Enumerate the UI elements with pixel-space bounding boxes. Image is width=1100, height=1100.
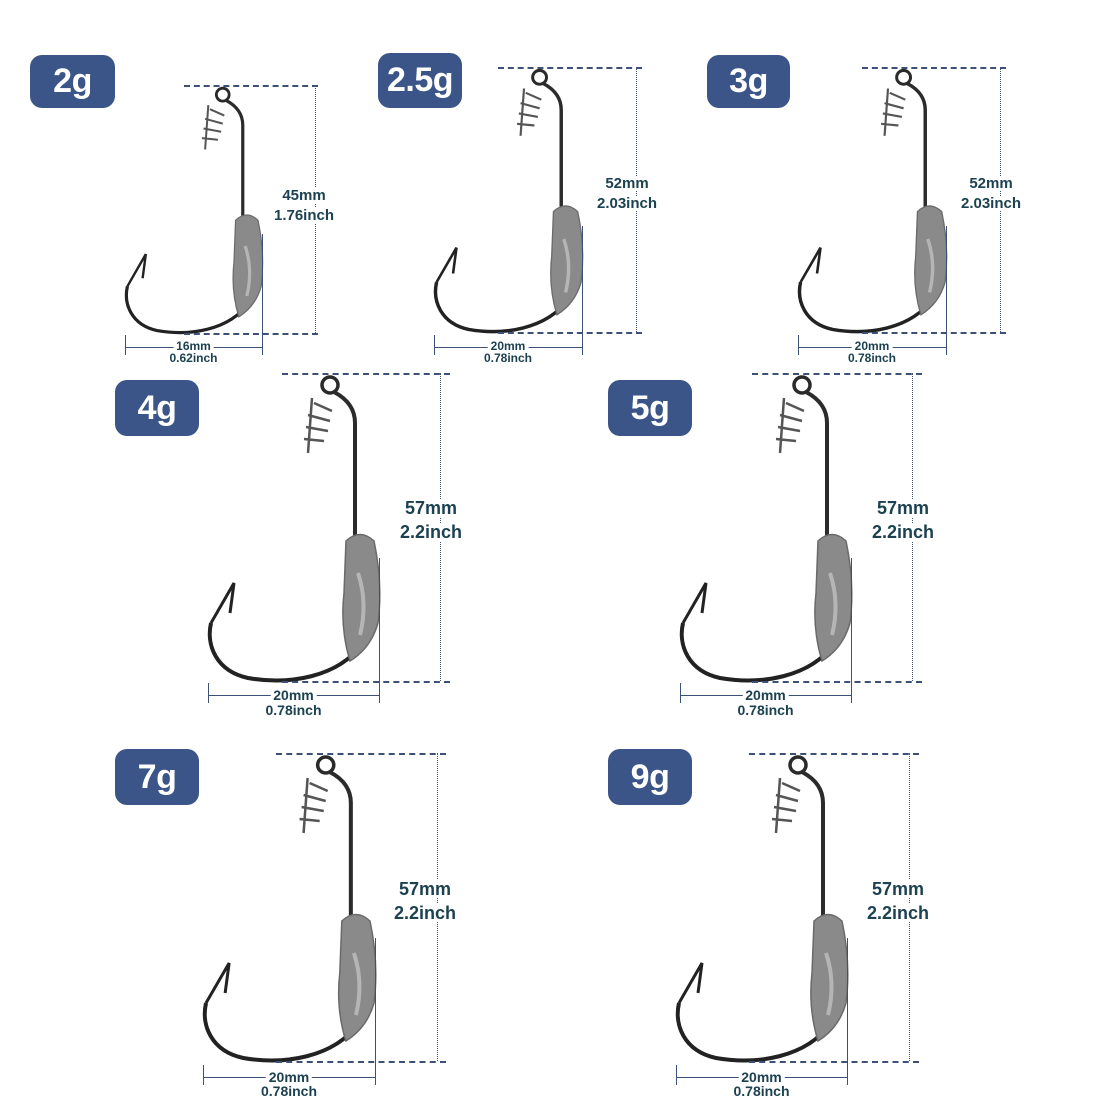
weight-badge: 5g — [608, 380, 692, 436]
height-inch-label: 2.03inch — [960, 195, 1022, 212]
width-tick-left — [680, 683, 681, 703]
width-mm-label: 20mm — [265, 1070, 313, 1084]
width-tick-right — [375, 937, 376, 1085]
height-mm-label: 52mm — [605, 175, 649, 192]
width-inch-label: 0.78inch — [260, 1083, 318, 1099]
top-dashed-line — [752, 373, 922, 375]
width-tick-right — [582, 226, 583, 355]
fishing-hook-image — [202, 755, 377, 1063]
weight-badge: 4g — [115, 380, 199, 436]
width-mm-label: 20mm — [270, 688, 317, 702]
weight-badge: 2.5g — [378, 53, 462, 108]
height-mm-label: 57mm — [398, 879, 452, 899]
top-dashed-line — [749, 753, 919, 755]
bottom-dashed-line — [862, 332, 1006, 334]
height-mm-label: 52mm — [969, 175, 1013, 192]
height-mm-label: 45mm — [282, 187, 326, 204]
height-mm-label: 57mm — [404, 498, 458, 518]
width-tick-left — [798, 335, 799, 355]
width-tick-left — [676, 1065, 677, 1085]
weight-badge: 2g — [30, 55, 115, 108]
top-dashed-line — [498, 67, 642, 69]
width-tick-left — [434, 335, 435, 355]
fishing-hook-image — [207, 375, 381, 683]
width-mm-label: 20mm — [487, 340, 529, 352]
width-inch-label: 0.78inch — [265, 702, 322, 718]
width-mm-label: 20mm — [742, 688, 789, 702]
width-tick-right — [847, 937, 848, 1085]
bottom-dashed-line — [749, 1061, 919, 1063]
weight-badge: 9g — [608, 749, 692, 805]
weight-badge: 3g — [707, 55, 790, 108]
bottom-dashed-line — [498, 332, 642, 334]
width-tick-left — [125, 335, 126, 355]
fishing-hook-image — [797, 68, 948, 334]
width-tick-left — [203, 1065, 204, 1085]
width-tick-right — [262, 233, 263, 355]
fishing-hook-image — [679, 375, 853, 683]
bottom-dashed-line — [184, 333, 318, 335]
width-inch-label: 0.78inch — [483, 351, 533, 365]
fishing-hook-image — [433, 68, 584, 334]
width-mm-label: 20mm — [738, 1070, 785, 1084]
width-mm-label: 20mm — [851, 340, 893, 352]
height-inch-label: 2.2inch — [399, 522, 463, 542]
width-inch-label: 0.78inch — [737, 702, 794, 718]
width-tick-right — [946, 226, 947, 355]
height-inch-label: 1.76inch — [273, 207, 335, 224]
top-dashed-line — [276, 753, 446, 755]
fishing-hook-image — [675, 755, 849, 1063]
width-tick-right — [379, 557, 380, 703]
height-inch-label: 2.03inch — [596, 195, 658, 212]
weight-badge: 7g — [115, 749, 199, 805]
height-mm-label: 57mm — [876, 498, 930, 518]
width-tick-right — [851, 557, 852, 703]
top-dashed-line — [282, 373, 450, 375]
bottom-dashed-line — [752, 681, 922, 683]
bottom-dashed-line — [276, 1061, 446, 1063]
fishing-hook-image — [124, 86, 264, 335]
height-inch-label: 2.2inch — [866, 903, 930, 923]
width-tick-left — [208, 683, 209, 703]
width-mm-label: 16mm — [173, 340, 214, 352]
width-inch-label: 0.78inch — [733, 1083, 790, 1099]
height-inch-label: 2.2inch — [393, 903, 457, 923]
top-dashed-line — [862, 67, 1006, 69]
height-inch-label: 2.2inch — [871, 522, 935, 542]
width-inch-label: 0.78inch — [847, 351, 897, 365]
height-mm-label: 57mm — [871, 879, 925, 899]
top-dashed-line — [184, 85, 318, 87]
width-inch-label: 0.62inch — [169, 351, 218, 365]
bottom-dashed-line — [282, 681, 450, 683]
